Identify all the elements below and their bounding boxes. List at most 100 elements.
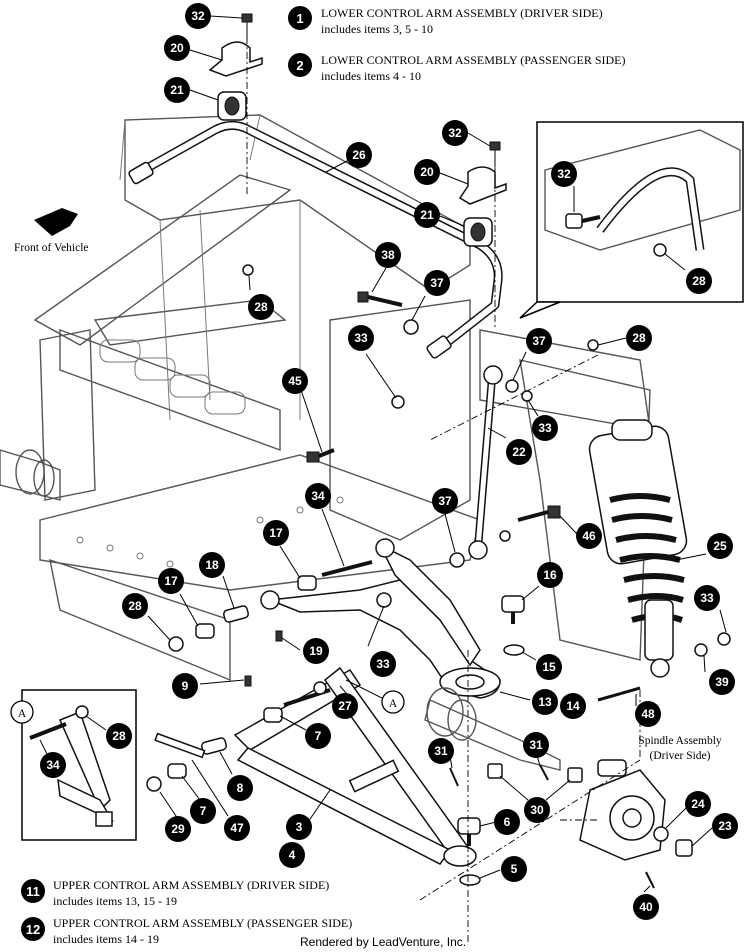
washer-37b [505, 379, 519, 393]
callout-19: 19 [303, 638, 329, 664]
callout-38: 38 [375, 242, 401, 268]
sleeve-8 [201, 737, 227, 755]
legend-item-12: 12 UPPER CONTROL ARM ASSEMBLY (PASSENGER… [21, 916, 352, 946]
callout-34b: 34 [40, 752, 66, 778]
callout-9: 9 [172, 673, 198, 699]
nut-33b [391, 395, 405, 409]
svg-text:1: 1 [296, 11, 303, 26]
bracket-20-left [208, 41, 263, 77]
callout-37c: 37 [432, 488, 458, 514]
svg-text:includes items 14 - 19: includes items 14 - 19 [53, 932, 159, 946]
bushing-33d [694, 643, 708, 657]
legend-item-2: 2 LOWER CONTROL ARM ASSEMBLY (PASSENGER … [288, 53, 626, 83]
bushing-21-left [217, 91, 247, 121]
nut-28a [242, 264, 254, 276]
svg-text:LOWER CONTROL ARM ASSEMBLY (PA: LOWER CONTROL ARM ASSEMBLY (PASSENGER SI… [321, 53, 626, 67]
svg-text:33: 33 [354, 331, 368, 345]
end-link-22 [468, 365, 503, 560]
bolt-47 [154, 732, 206, 759]
ball-joint-16 [501, 595, 525, 624]
nut-23 [675, 839, 693, 857]
svg-text:21: 21 [170, 83, 184, 97]
svg-text:28: 28 [112, 729, 126, 743]
svg-text:LOWER CONTROL ARM ASSEMBLY (DR: LOWER CONTROL ARM ASSEMBLY (DRIVER SIDE) [321, 6, 603, 20]
svg-text:32: 32 [191, 9, 205, 23]
bolt-34a [321, 560, 373, 577]
callout-33c: 33 [694, 585, 720, 611]
inset-detail-top [519, 121, 744, 319]
washer-24 [653, 826, 669, 842]
svg-text:16: 16 [543, 568, 557, 582]
cotter-pin-31a [449, 767, 459, 787]
svg-text:includes items 3, 5 - 10: includes items 3, 5 - 10 [321, 22, 433, 36]
svg-text:48: 48 [641, 707, 655, 721]
svg-text:28: 28 [128, 599, 142, 613]
callout-17a: 17 [263, 520, 289, 546]
svg-text:33: 33 [700, 591, 714, 605]
callout-31b: 31 [523, 732, 549, 758]
bracket-20-right [458, 166, 507, 205]
nut-33d [717, 632, 731, 646]
callout-20a: 20 [164, 35, 190, 61]
callout-33b: 33 [532, 415, 558, 441]
bolt-45 [306, 448, 335, 463]
svg-text:39: 39 [715, 675, 729, 689]
svg-text:includes items 13, 15 - 19: includes items 13, 15 - 19 [53, 894, 177, 908]
callout-33d: 33 [370, 651, 396, 677]
svg-text:20: 20 [170, 41, 184, 55]
callout-30: 30 [524, 797, 550, 823]
svg-text:37: 37 [532, 334, 546, 348]
svg-text:34: 34 [311, 489, 325, 503]
cotter-pin-40 [645, 871, 655, 889]
shock-absorber-25 [588, 419, 688, 678]
callout-32b: 32 [442, 120, 468, 146]
snap-ring-5 [459, 874, 481, 886]
callout-34a: 34 [305, 483, 331, 509]
cv-axle [424, 687, 561, 771]
legend-item-11: 11 UPPER CONTROL ARM ASSEMBLY (DRIVER SI… [21, 878, 329, 908]
svg-text:32: 32 [448, 126, 462, 140]
svg-text:15: 15 [542, 660, 556, 674]
bushing-17b [195, 623, 215, 639]
callout-29: 29 [165, 816, 191, 842]
callout-28d: 28 [122, 593, 148, 619]
nut-33a [521, 390, 533, 402]
svg-text:12: 12 [26, 922, 40, 937]
upper-control-arm [260, 538, 501, 699]
svg-text:7: 7 [200, 804, 207, 818]
bushing-17a [297, 575, 317, 591]
bushing-21-right [463, 217, 493, 247]
callout-37a: 37 [424, 270, 450, 296]
svg-text:37: 37 [430, 276, 444, 290]
svg-text:14: 14 [566, 699, 580, 713]
callout-28e: 28 [106, 723, 132, 749]
svg-text:3: 3 [296, 820, 303, 834]
ball-joint-6 [457, 817, 481, 846]
castle-nut-30 [487, 763, 503, 779]
nut-29 [146, 776, 162, 792]
svg-text:17: 17 [269, 526, 283, 540]
bolt-46 [517, 505, 561, 522]
callout-24: 24 [685, 791, 711, 817]
legend-item-1: 1 LOWER CONTROL ARM ASSEMBLY (DRIVER SID… [288, 6, 603, 36]
nut-28b [587, 339, 599, 351]
castle-nut-30b [567, 767, 583, 783]
grease-fitting-9 [244, 675, 252, 687]
svg-text:18: 18 [205, 558, 219, 572]
svg-text:4: 4 [289, 848, 296, 862]
svg-text:47: 47 [230, 821, 244, 835]
callout-7a: 7 [305, 723, 331, 749]
callout-13: 13 [532, 689, 558, 715]
callout-31a: 31 [428, 738, 454, 764]
svg-text:2: 2 [296, 58, 303, 73]
svg-text:A: A [18, 708, 27, 720]
svg-text:32: 32 [557, 167, 571, 181]
callout-22: 22 [506, 439, 532, 465]
callout-45: 45 [282, 368, 308, 394]
bolt-48 [597, 686, 641, 702]
svg-text:5: 5 [511, 862, 518, 876]
callout-28b: 28 [626, 325, 652, 351]
svg-text:31: 31 [529, 738, 543, 752]
callout-3: 3 [286, 814, 312, 840]
